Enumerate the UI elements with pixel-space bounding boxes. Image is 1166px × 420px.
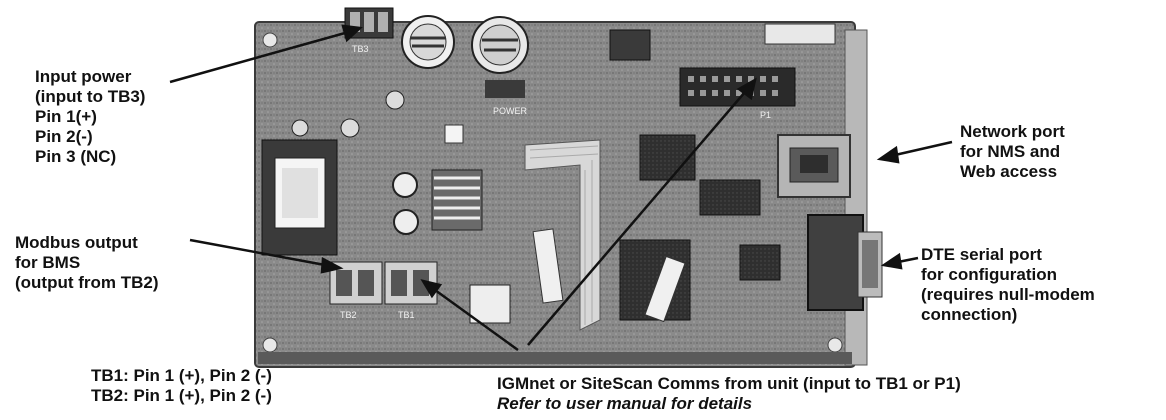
input-power-label: Input power (input to TB3) Pin 1(+) Pin … [35, 67, 145, 167]
callout-arrows [169, 24, 953, 352]
modbus-label: Modbus output for BMS (output from TB2) [15, 233, 159, 293]
p1-silkscreen: P1 [760, 110, 771, 120]
dte-line-2: for configuration [921, 265, 1057, 284]
manual-note: Refer to user manual for details [497, 394, 753, 413]
arrowhead-network [876, 145, 900, 164]
network-line-2: for NMS and [960, 142, 1061, 161]
tb1-pins-line: TB1: Pin 1 (+), Pin 2 (-) [91, 366, 272, 385]
heatsink [431, 169, 483, 231]
dte-line-3: (requires null-modem [921, 285, 1095, 304]
comms-line: IGMnet or SiteScan Comms from unit (inpu… [497, 374, 961, 393]
arrowhead-modbus [320, 257, 344, 274]
input-power-line-4: Pin 2(-) [35, 127, 93, 146]
tb2-silkscreen: TB2 [340, 310, 357, 320]
arrow-input-power [169, 31, 346, 84]
network-port-label: Network port for NMS and Web access [960, 122, 1065, 182]
dte-serial-port-label: DTE serial port for configuration (requi… [921, 245, 1095, 325]
tb1-silkscreen: TB1 [398, 310, 415, 320]
network-port-jack [777, 134, 851, 198]
network-line-1: Network port [960, 122, 1065, 141]
dte-line-1: DTE serial port [921, 245, 1042, 264]
modbus-line-3: (output from TB2) [15, 273, 159, 292]
p1-header [679, 67, 796, 107]
power-led-label: POWER [493, 106, 528, 116]
comms-label: IGMnet or SiteScan Comms from unit (inpu… [497, 374, 961, 414]
modbus-line-2: for BMS [15, 253, 81, 272]
ics [444, 23, 836, 324]
arrowhead-comms-tb1 [420, 279, 443, 299]
capacitors [291, 15, 529, 235]
arrowhead-comms-p1 [736, 77, 757, 101]
dte-serial-port-connector [807, 214, 883, 311]
tb2-pins-line: TB2: Pin 1 (+), Pin 2 (-) [91, 386, 272, 405]
modbus-line-1: Modbus output [15, 233, 138, 252]
input-power-line-1: Input power [35, 67, 132, 86]
transformer [261, 139, 338, 256]
terminal-pins-label: TB1: Pin 1 (+), Pin 2 (-) TB2: Pin 1 (+)… [91, 366, 272, 406]
dte-line-4: connection) [921, 305, 1018, 324]
arrowhead-dte [880, 252, 903, 270]
input-power-line-3: Pin 1(+) [35, 107, 97, 126]
arrowhead-input-power [341, 24, 363, 43]
network-line-3: Web access [960, 162, 1058, 181]
tb3-silkscreen: TB3 [352, 44, 369, 54]
input-power-line-5: Pin 3 (NC) [35, 147, 117, 166]
input-power-line-2: (input to TB3) [35, 87, 146, 106]
